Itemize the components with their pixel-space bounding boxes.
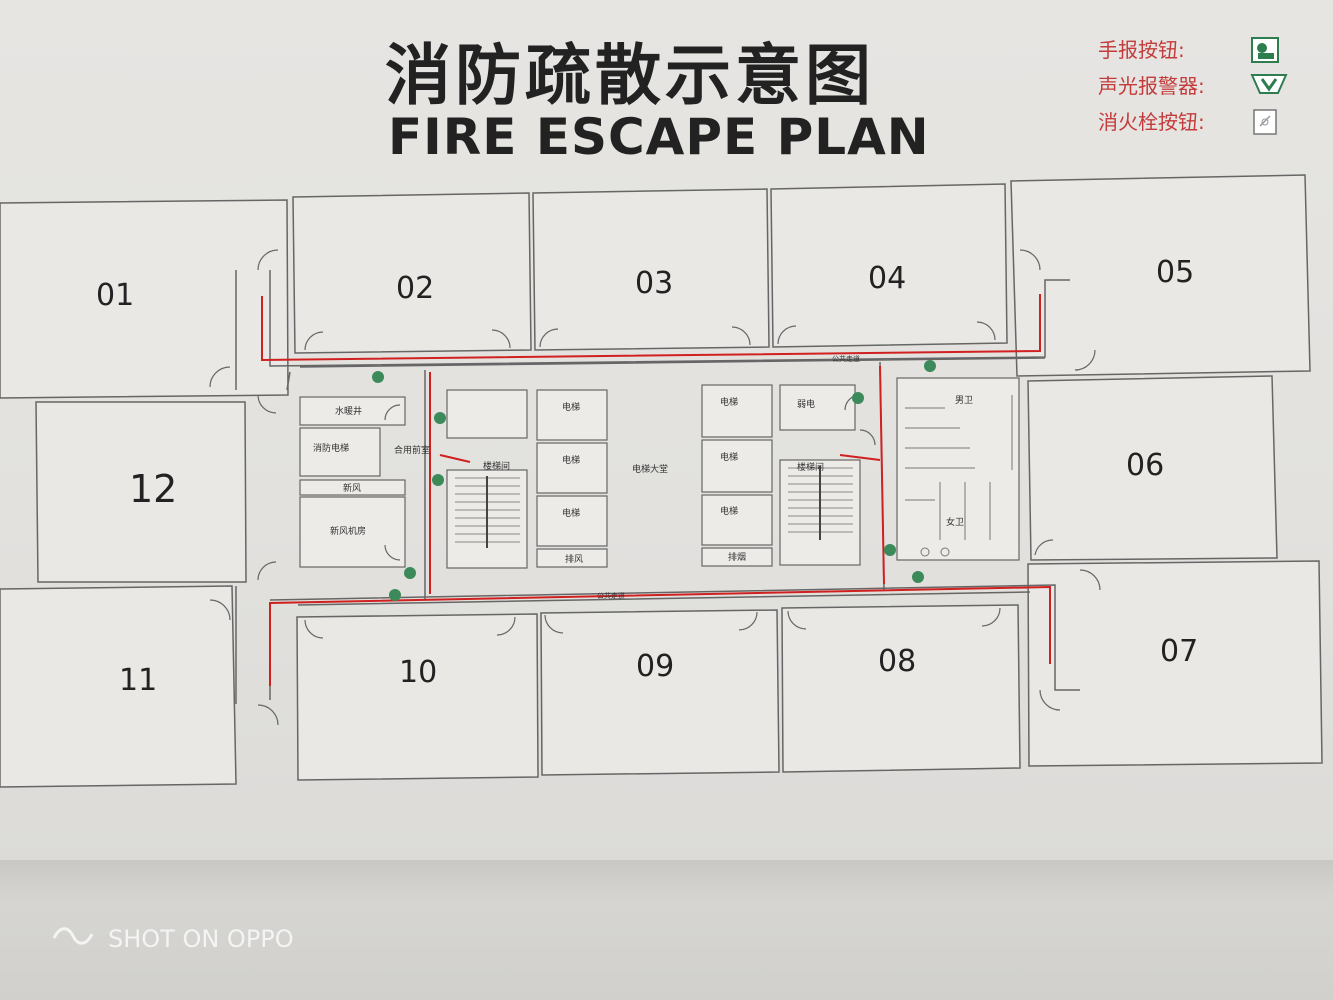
label-power-room: 弱电	[797, 398, 815, 410]
label-elevator-hall: 电梯大堂	[632, 463, 668, 475]
label-elevator-1: 电梯	[562, 401, 580, 413]
label-mens-toilet: 男卫	[955, 395, 973, 406]
room-number-11: 11	[119, 663, 157, 698]
label-exhaust-smoke: 排烟	[728, 551, 746, 563]
label-exhaust: 排风	[565, 553, 583, 565]
fresh-air-room	[299, 496, 406, 568]
watermark-text: SHOT ON OPPO	[108, 925, 294, 953]
room-number-08: 08	[878, 644, 916, 679]
label-water-shaft: 水暖井	[335, 405, 362, 417]
label-stairwell-right: 楼梯间	[797, 461, 824, 473]
label-public-corridor-top: 公共走道	[832, 354, 860, 363]
label-womens-toilet: 女卫	[946, 516, 964, 528]
manual-alarm-button-icon	[1250, 36, 1280, 68]
alarm-device-markers	[372, 360, 936, 601]
room-09	[540, 609, 780, 776]
label-shared-front-room: 合用前室	[394, 444, 430, 456]
label-elevator-2: 电梯	[562, 454, 580, 466]
label-stairwell-left: 楼梯间	[483, 460, 510, 472]
room-04	[770, 183, 1008, 348]
corridor-top	[235, 270, 1070, 391]
sound-light-alarm-icon	[1250, 72, 1288, 100]
room-number-10: 10	[399, 655, 437, 690]
stair-treads	[455, 466, 853, 548]
room-08	[781, 604, 1021, 773]
room-number-03: 03	[635, 266, 673, 301]
room-10	[296, 613, 539, 781]
elevator-right-2	[701, 439, 773, 493]
room-06	[1027, 375, 1278, 561]
hydrant-button-icon	[1250, 108, 1280, 140]
legend-item-hydrant-button: 消火栓按钮:	[1098, 106, 1298, 142]
legend-label: 声光报警器:	[1098, 74, 1205, 98]
fire-elevator-room	[299, 427, 381, 477]
door-arcs	[209, 249, 1101, 726]
label-fresh-air-room: 新风机房	[330, 525, 366, 537]
legend-item-sound-light-alarm: 声光报警器:	[1098, 70, 1298, 106]
room-number-12: 12	[129, 467, 177, 511]
elevator-left-1	[536, 389, 608, 441]
room-number-01: 01	[96, 278, 134, 313]
room-02	[292, 192, 532, 354]
legend: 手报按钮: 声光报警器: 消火栓按钮:	[1098, 34, 1298, 142]
label-elevator-3: 电梯	[562, 507, 580, 519]
room-number-05: 05	[1156, 255, 1194, 290]
plan-title-chinese: 消防疏散示意图	[385, 37, 875, 114]
room-07	[1027, 560, 1323, 767]
label-elevator-6: 电梯	[720, 505, 738, 517]
elevator-right-1	[701, 384, 773, 438]
oppo-wave-icon	[50, 924, 96, 954]
power-room	[779, 384, 856, 431]
camera-watermark: SHOT ON OPPO	[50, 924, 294, 954]
legend-label: 手报按钮:	[1098, 38, 1185, 62]
room-05	[1010, 174, 1311, 377]
label-elevator-5: 电梯	[720, 451, 738, 463]
toilet-fixtures	[905, 395, 1013, 557]
elevator-right-3	[701, 494, 773, 546]
wall-below-board	[0, 860, 1333, 1000]
room-number-06: 06	[1126, 448, 1164, 483]
fresh-air-strip	[299, 479, 406, 496]
room-01	[0, 199, 289, 399]
room-11	[0, 585, 237, 788]
label-fire-elevator: 消防电梯	[313, 442, 349, 454]
room-number-02: 02	[396, 271, 434, 306]
label-elevator-4: 电梯	[720, 396, 738, 408]
corridor-bottom	[235, 584, 1080, 704]
exhaust-smoke-room	[701, 547, 773, 567]
room-number-09: 09	[636, 649, 674, 684]
room-number-04: 04	[868, 261, 906, 296]
label-public-corridor-bottom: 公共走道	[597, 591, 625, 600]
escape-route	[261, 294, 1051, 686]
elevator-left-2	[536, 442, 608, 494]
legend-label: 消火栓按钮:	[1098, 110, 1205, 134]
elevator-left-3	[536, 495, 608, 547]
shaft-left-a	[446, 389, 528, 439]
plan-title-english: FIRE ESCAPE PLAN	[388, 108, 930, 166]
room-03	[532, 188, 770, 351]
label-fresh-air: 新风	[343, 482, 361, 494]
exhaust-room	[536, 548, 608, 568]
room-number-07: 07	[1160, 634, 1198, 669]
room-12	[35, 401, 247, 583]
legend-item-manual-alarm: 手报按钮:	[1098, 34, 1298, 70]
